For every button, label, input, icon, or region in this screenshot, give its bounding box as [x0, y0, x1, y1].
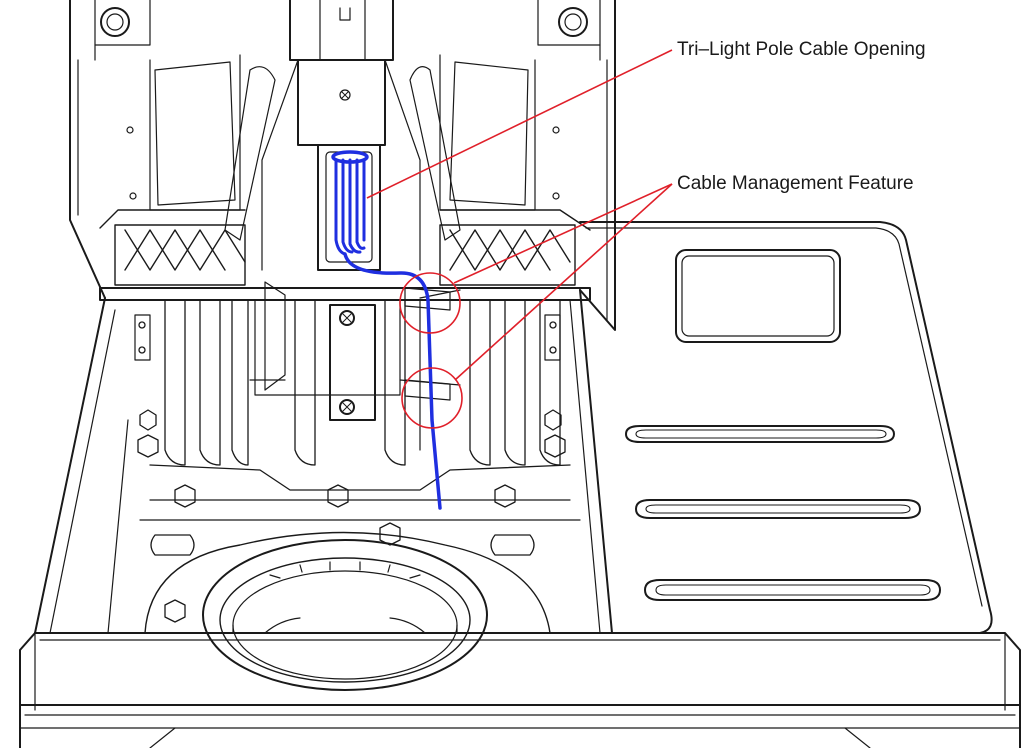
base-housing [19, 632, 1021, 749]
cable-run [343, 252, 442, 510]
leader-cable-lower [454, 183, 673, 381]
hex-nuts [137, 409, 566, 623]
label-recess [675, 249, 841, 343]
pole-cable-opening [317, 144, 381, 271]
screw-upper [339, 310, 355, 326]
leader-lines [366, 49, 673, 429]
vertical-ribs [134, 299, 571, 491]
leader-cable-upper [453, 183, 673, 284]
hinge-left [100, 7, 130, 37]
hinge-right [558, 7, 588, 37]
truss-lattice [99, 209, 591, 286]
highlight-upper-clip [399, 272, 461, 334]
cavity-walls [34, 289, 613, 634]
mount-ring-outer [202, 539, 488, 691]
callout-pole-cable-opening: Tri–Light Pole Cable Opening [677, 39, 926, 60]
highlight-lower-clip [401, 367, 463, 429]
callout-cable-management: Cable Management Feature [677, 173, 914, 194]
round-mount [144, 531, 551, 691]
vent-slot-2 [635, 499, 921, 519]
blue-cable [331, 150, 442, 510]
top-surface [579, 221, 993, 634]
screw-lower [339, 399, 355, 415]
mounting-bracket [99, 281, 591, 451]
vent-slot-3 [644, 579, 941, 601]
leader-pole-opening [366, 49, 673, 199]
vent-slot-1 [625, 425, 895, 443]
